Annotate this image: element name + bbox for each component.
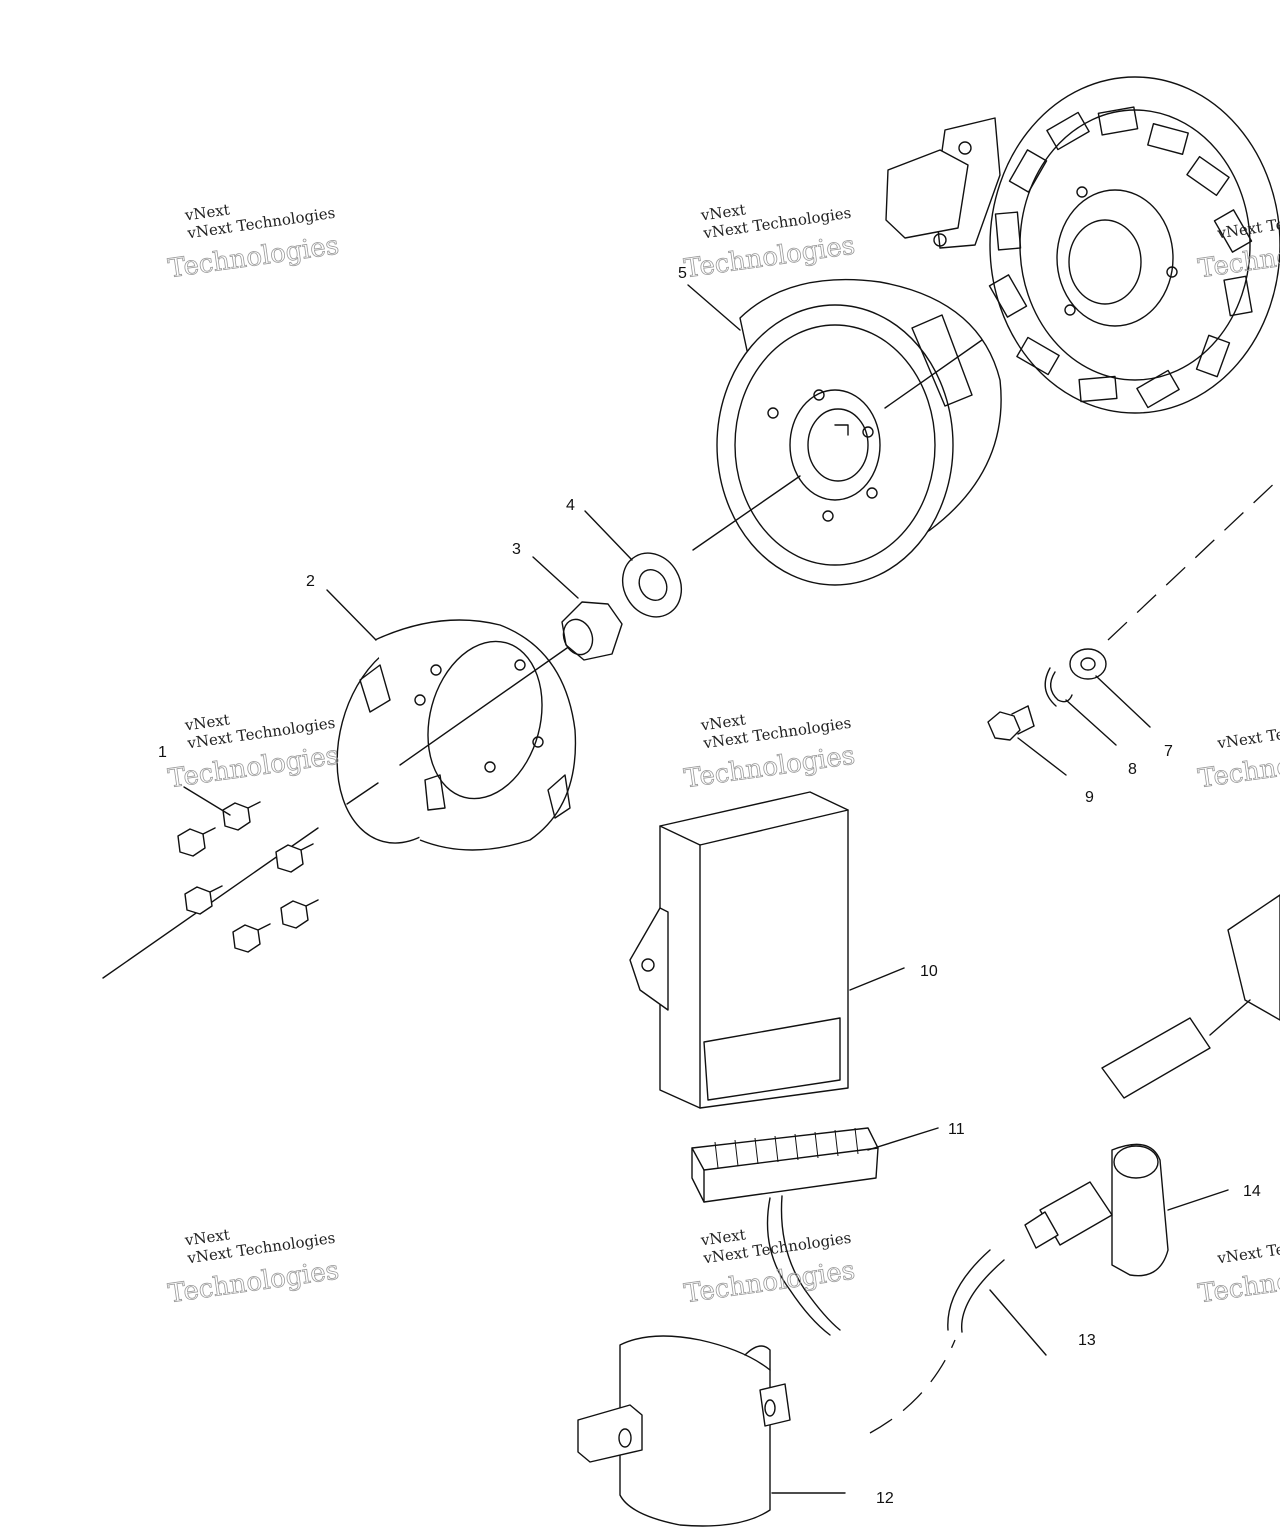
callout-5: 5 — [678, 265, 687, 282]
callout-3: 3 — [512, 541, 521, 558]
watermark: vNext vNext Technologies Technologies — [682, 710, 857, 794]
watermark: vNext vNext Technologies Technologies — [166, 710, 341, 794]
spark-plug-cap — [947, 1143, 1229, 1333]
callout-11: 11 — [948, 1121, 965, 1138]
ignition-coil — [577, 1335, 956, 1527]
callout-2: 2 — [306, 573, 315, 590]
connector — [691, 1127, 879, 1336]
flywheel — [692, 278, 1002, 586]
callout-12: 12 — [876, 1490, 894, 1507]
watermark-text-main: vNext Technologies — [1215, 714, 1280, 753]
stator-assembly — [885, 76, 1280, 414]
callout-9: 9 — [1085, 789, 1094, 806]
callout-14: 14 — [1243, 1183, 1261, 1200]
watermark: vNext Technologies Technologies — [1196, 1229, 1280, 1310]
callout-10: 10 — [920, 963, 938, 980]
bolts — [102, 801, 319, 979]
partial-regulator — [1101, 894, 1280, 1099]
watermark-text-main: vNext Technologies — [1215, 1229, 1280, 1268]
cdi-box — [629, 791, 849, 1109]
callout-8: 8 — [1128, 761, 1137, 778]
watermark: vNext Technologies Technologies — [1196, 714, 1280, 795]
starter-cup — [336, 619, 577, 851]
callout-labels: 1 2 3 4 5 7 8 9 10 11 12 13 14 — [158, 265, 1261, 1507]
washer — [621, 552, 683, 618]
watermark: vNext vNext Technologies Technologies — [166, 1225, 341, 1309]
small-hardware — [987, 477, 1280, 741]
callout-7: 7 — [1164, 743, 1173, 760]
callout-13: 13 — [1078, 1332, 1096, 1349]
callout-1: 1 — [158, 744, 167, 761]
watermark: vNext vNext Technologies Technologies — [166, 200, 341, 284]
nut — [561, 601, 623, 661]
callout-4: 4 — [566, 497, 575, 514]
watermark: vNext vNext Technologies Technologies — [682, 200, 857, 284]
leader-lines — [183, 284, 1151, 1356]
